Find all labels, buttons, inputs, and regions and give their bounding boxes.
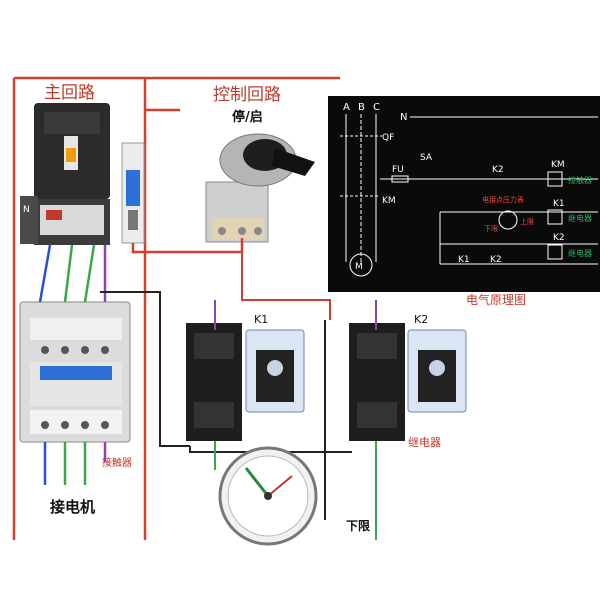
k1-contact-label: K1 [458,255,470,265]
main-circuit-frame [12,76,340,540]
out-k2-desc: 继电器 [568,248,592,258]
qf-label: QF [382,133,394,143]
stop-start-label: 停/启 [232,109,263,125]
lower-label: 下限 [484,224,498,233]
motor-label: 接电机 [50,498,95,516]
phase-a-label: A [343,102,350,113]
relay-k2-label: K2 [414,313,428,326]
motor-wires [43,442,107,485]
main-circuit-label: 主回路 [44,83,95,103]
control-wires [100,252,377,540]
relay-k1 [245,329,305,413]
rotary-switch [205,133,315,243]
upper-label: 上限 [520,217,534,226]
out-k1-desc: 继电器 [568,213,592,223]
electrical-schematic: A B C N QF KM M FU SA K2 KM 接触器 电接点压力表 上… [328,96,600,292]
pressure-gauge [218,446,318,546]
k2-contact-label-b: K2 [490,255,502,265]
svg-text:M: M [355,262,363,272]
out-km-desc: 接触器 [568,175,592,185]
phase-c-label: C [373,102,380,113]
relay-k2-base [349,323,405,441]
relay-k1-base [186,323,242,441]
out-k1-label: K1 [553,199,565,209]
out-km-label: KM [551,160,565,170]
gauge-desc: 电接点压力表 [482,195,524,204]
svg-text:N: N [23,205,30,215]
circuit-breaker: N [20,103,110,245]
lower-limit-label: 下限 [346,518,370,533]
out-k2-label: K2 [553,233,565,243]
fu-label: FU [392,165,404,175]
phase-b-label: B [358,102,365,113]
relay-k1-label: K1 [254,313,268,326]
relay-label: 继电器 [408,436,441,449]
km-label: KM [382,196,396,206]
contactor-label: 接触器 [102,456,132,469]
k2-contact-label: K2 [492,165,504,175]
schematic-caption: 电气原理图 [466,292,526,307]
sa-label: SA [420,153,433,163]
neutral-label: N [400,112,407,123]
contactor [19,301,131,443]
small-breaker [121,142,145,244]
control-circuit-label: 控制回路 [213,85,281,105]
relay-k2 [407,329,467,413]
